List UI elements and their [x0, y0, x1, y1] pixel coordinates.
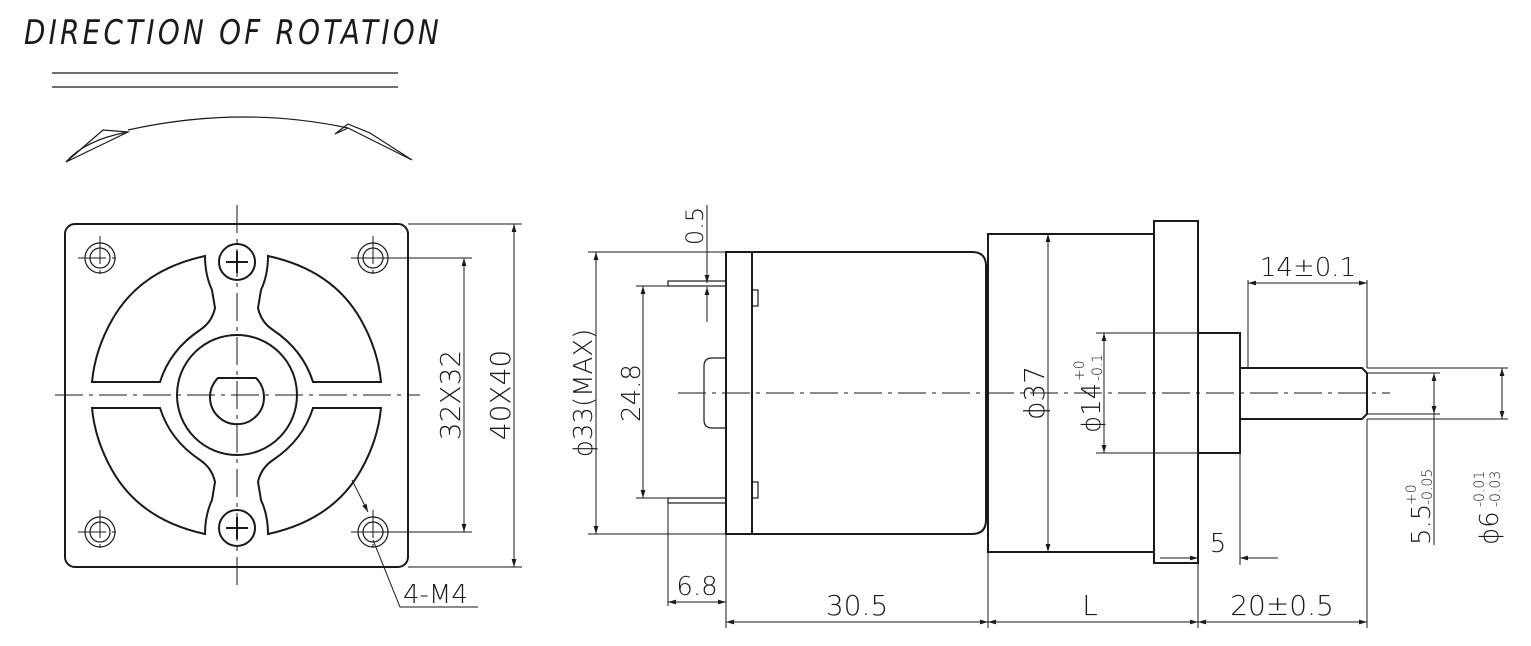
dim-body-dia-label: ϕ33(MAX): [569, 329, 599, 458]
dim-boss-dia-group: ϕ14 +0 -0.1: [1072, 354, 1107, 433]
cutout-top-left: [90, 254, 217, 383]
dim-boss-dia-label: ϕ14: [1077, 383, 1107, 433]
hole-leader-arrow: [351, 479, 369, 513]
side-view: 0.5 ϕ33(MAX) 24.8 ϕ37 ϕ14 +0 -0.1 14±0.1: [569, 205, 1508, 628]
dim-boss-len-label: 5: [1210, 529, 1227, 559]
terminal-top: [667, 280, 759, 307]
dim-shaft-len-label: 20±0.5: [1230, 589, 1334, 622]
dim-mount-label: 32X32: [434, 350, 467, 440]
hole-note-label: 4-M4: [403, 580, 468, 610]
dim-flat-width-group: 5.5 +0 -0.05: [1404, 469, 1437, 545]
dim-flat-width-label: 5.5: [1407, 504, 1437, 545]
dim-flange-label: 40X40: [484, 350, 517, 440]
dim-flat-len-label: 14±0.1: [1260, 253, 1356, 283]
dim-terminal-offset-label: 0.5: [681, 207, 709, 245]
dim-terminal-len-label: 6.8: [676, 572, 717, 602]
corner-hole-bottom-left: [78, 510, 122, 554]
drawing-title: DIRECTION OF ROTATION: [24, 13, 442, 53]
dim-flat-tol-upper: +0: [1404, 484, 1420, 505]
rotation-legend: DIRECTION OF ROTATION: [24, 13, 442, 163]
dim-shaft-tol-lower: -0.03: [1488, 471, 1504, 507]
motor-body: [751, 251, 987, 535]
hole-leader-line: [372, 539, 478, 608]
dim-terminal-span-label: 24.8: [617, 364, 647, 422]
dim-shaft-dia-label: ϕ6: [1475, 511, 1505, 545]
dim-flat-tol-lower: -0.05: [1420, 469, 1436, 505]
dim-boss-tol-upper: +0: [1072, 360, 1088, 381]
dim-shaft-dia-group: ϕ6 -0.01 -0.03: [1472, 471, 1505, 545]
corner-hole-top-left: [78, 236, 122, 280]
rotation-arrow-icon: [65, 116, 413, 163]
cutout-bottom-right: [256, 407, 383, 536]
cutout-bottom-left: [90, 407, 217, 536]
dim-gearbox-len-label: L: [1082, 589, 1098, 622]
dim-motor-len-label: 30.5: [826, 589, 888, 622]
dim-boss-tol-lower: -0.1: [1090, 354, 1106, 381]
front-view: 32X32 40X40 4-M4: [55, 205, 522, 610]
gearbox-flange: [1153, 220, 1199, 564]
terminal-bottom: [667, 481, 759, 504]
dim-shaft-tol-upper: -0.01: [1472, 471, 1488, 507]
cutout-top-right: [256, 254, 383, 383]
dim-gearbox-dia-label: ϕ37: [1018, 366, 1051, 420]
